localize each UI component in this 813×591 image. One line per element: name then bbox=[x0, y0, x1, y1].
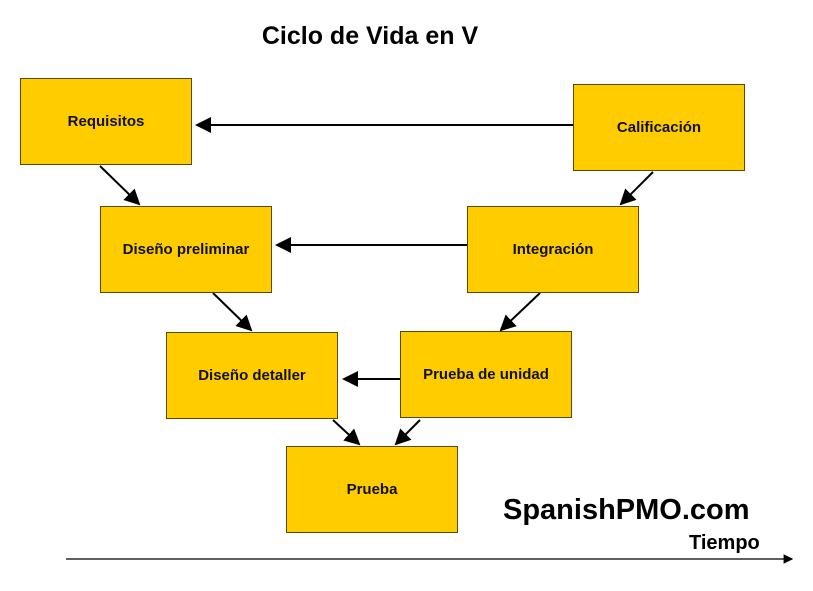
box-diseno-detaller: Diseño detaller bbox=[166, 332, 338, 419]
box-label: Calificación bbox=[616, 119, 702, 136]
time-axis-label: Tiempo bbox=[689, 532, 760, 554]
box-label: Diseño preliminar bbox=[122, 241, 250, 258]
box-label: Integración bbox=[512, 241, 594, 258]
box-label: Requisitos bbox=[67, 113, 145, 130]
box-requisitos: Requisitos bbox=[20, 78, 192, 165]
box-prueba-unidad: Prueba de unidad bbox=[400, 331, 572, 418]
arrow-requisitos-to-diseno-preliminar bbox=[99, 165, 141, 206]
arrow-diseno-detaller-to-prueba bbox=[332, 419, 361, 446]
brand-watermark: SpanishPMO.com bbox=[503, 494, 750, 526]
box-label: Diseño detaller bbox=[198, 367, 306, 384]
box-calificacion: Calificación bbox=[573, 84, 745, 171]
arrow-prueba-unidad-to-prueba bbox=[394, 419, 421, 446]
arrow-calificacion-to-integracion bbox=[619, 171, 654, 206]
box-label: Prueba de unidad bbox=[423, 366, 549, 383]
arrow-diseno-preliminar-to-diseno-detaller bbox=[212, 292, 253, 332]
arrow-integracion-to-prueba-unidad bbox=[499, 292, 541, 332]
box-label: Prueba bbox=[346, 481, 398, 498]
diagram-title: Ciclo de Vida en V bbox=[261, 22, 479, 50]
box-prueba: Prueba bbox=[286, 446, 458, 533]
box-integracion: Integración bbox=[467, 206, 639, 293]
box-diseno-preliminar: Diseño preliminar bbox=[100, 206, 272, 293]
